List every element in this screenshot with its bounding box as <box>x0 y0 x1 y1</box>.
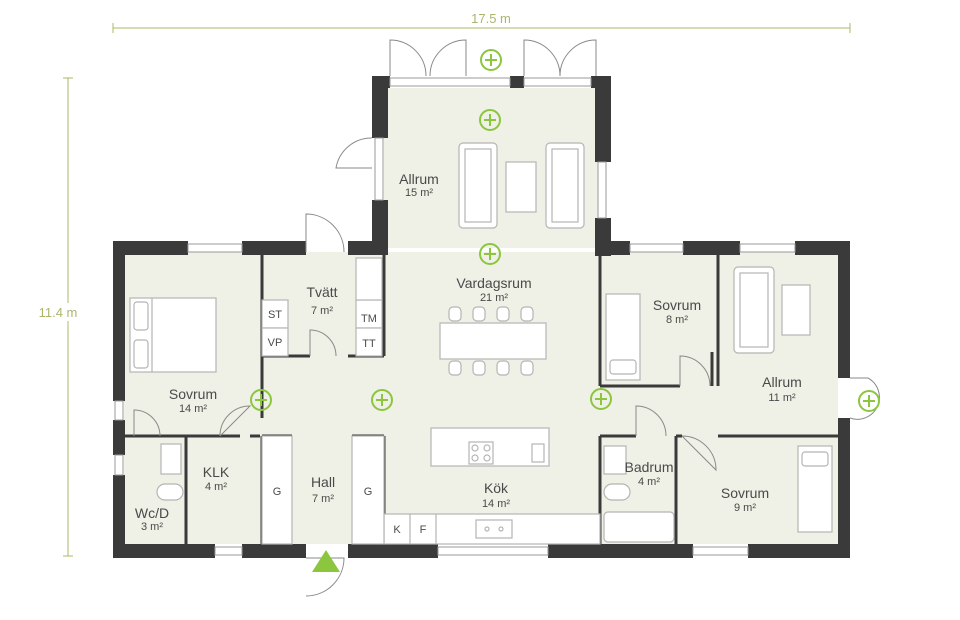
room-sovrum-left-area: 14 m² <box>179 403 207 415</box>
windows <box>114 77 796 556</box>
room-badrum-area: 4 m² <box>638 476 660 488</box>
dining-chairs <box>448 306 534 376</box>
room-allrum-right-name: Allrum <box>762 374 802 390</box>
plus-circle-icon <box>371 389 393 411</box>
room-allrum-right-area: 11 m² <box>768 392 796 404</box>
room-klk-area: 4 m² <box>205 481 227 493</box>
room-allrum-top-name: Allrum <box>399 171 439 187</box>
fixture-g-left-label: G <box>273 486 282 498</box>
room-wcd-area: 3 m² <box>141 521 163 533</box>
plus-circle-icon <box>590 388 612 410</box>
room-wcd-name: Wc/D <box>135 505 169 521</box>
room-kok-name: Kök <box>484 480 509 496</box>
plus-circle-icon <box>479 109 501 131</box>
room-sovrum-left-name: Sovrum <box>169 386 217 402</box>
room-badrum-name: Badrum <box>624 459 673 475</box>
room-hall-area: 7 m² <box>312 493 334 505</box>
room-sovrum-br-area: 9 m² <box>734 502 756 514</box>
fixture-f-label: F <box>420 524 427 536</box>
fixture-st-label: ST <box>268 309 282 321</box>
room-vardagsrum-area: 21 m² <box>480 292 508 304</box>
dimension-width-line <box>112 23 851 33</box>
height-dimension-label: 11.4 m <box>39 305 78 320</box>
room-sovrum-br-name: Sovrum <box>721 485 769 501</box>
fixture-vp-label: VP <box>268 337 283 349</box>
plus-circle-icon <box>480 49 502 71</box>
plus-circle-icon <box>858 390 880 412</box>
width-dimension-label: 17.5 m <box>471 11 511 26</box>
fixture-k-label: K <box>393 524 401 536</box>
room-allrum-top-area: 15 m² <box>405 187 433 199</box>
plus-circle-icon <box>479 243 501 265</box>
entrance-arrow-icon <box>312 550 340 572</box>
fixture-tt-label: TT <box>362 338 376 350</box>
room-hall-name: Hall <box>311 474 335 490</box>
fixture-tm-label: TM <box>361 313 377 325</box>
door-swings <box>133 39 880 597</box>
room-tvatt-area: 7 m² <box>311 305 333 317</box>
room-tvatt-name: Tvätt <box>306 284 337 300</box>
room-sovrum-small-area: 8 m² <box>666 314 688 326</box>
room-kok-area: 14 m² <box>482 498 510 510</box>
fixture-labels: ST VP TM TT G G K F <box>268 309 427 536</box>
furniture <box>129 142 833 545</box>
plus-markers <box>250 49 880 412</box>
outer-walls <box>113 76 850 558</box>
plus-circle-icon <box>250 389 272 411</box>
room-labels: Allrum 15 m² Vardagsrum 21 m² Tvätt 7 m²… <box>135 171 802 533</box>
fixture-g-right-label: G <box>364 486 373 498</box>
room-vardagsrum-name: Vardagsrum <box>456 275 531 291</box>
room-sovrum-small-name: Sovrum <box>653 297 701 313</box>
room-klk-name: KLK <box>203 464 230 480</box>
